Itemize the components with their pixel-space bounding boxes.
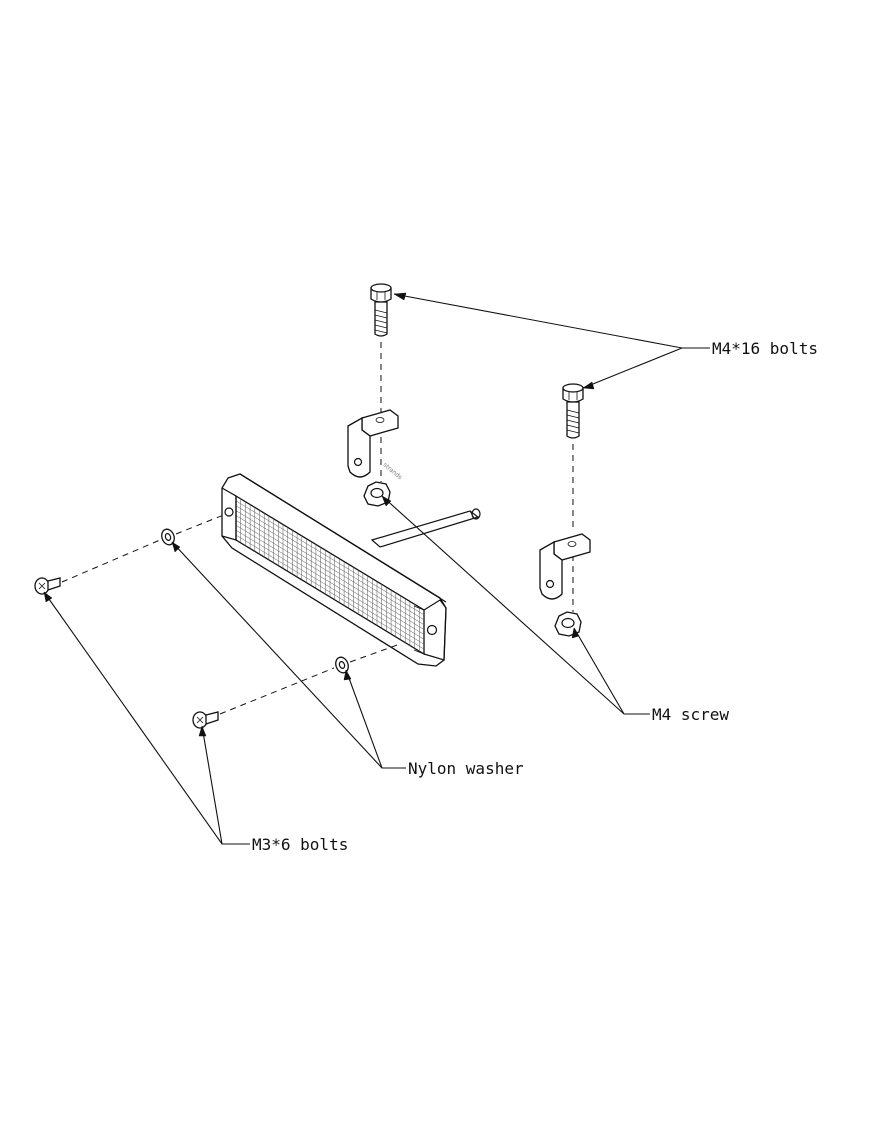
nylon-washer-upper <box>161 528 175 546</box>
m4-bolt-right <box>562 383 584 439</box>
label-m4-screw: M4 screw <box>652 705 729 724</box>
label-m3-bolts: M3*6 bolts <box>252 835 348 854</box>
label-nylon-washer: Nylon washer <box>408 759 524 778</box>
m3-bolt-upper <box>34 577 61 595</box>
label-m4-bolts: M4*16 bolts <box>712 339 818 358</box>
svg-text:strands: strands <box>382 461 404 481</box>
l-bracket-left: strands <box>347 409 404 481</box>
led-light-bar-icon <box>221 473 481 667</box>
m3-bolt-lower <box>192 711 219 729</box>
nylon-washer-lower <box>335 656 349 674</box>
l-bracket-right <box>539 533 591 600</box>
m4-bolt-left <box>370 283 392 337</box>
